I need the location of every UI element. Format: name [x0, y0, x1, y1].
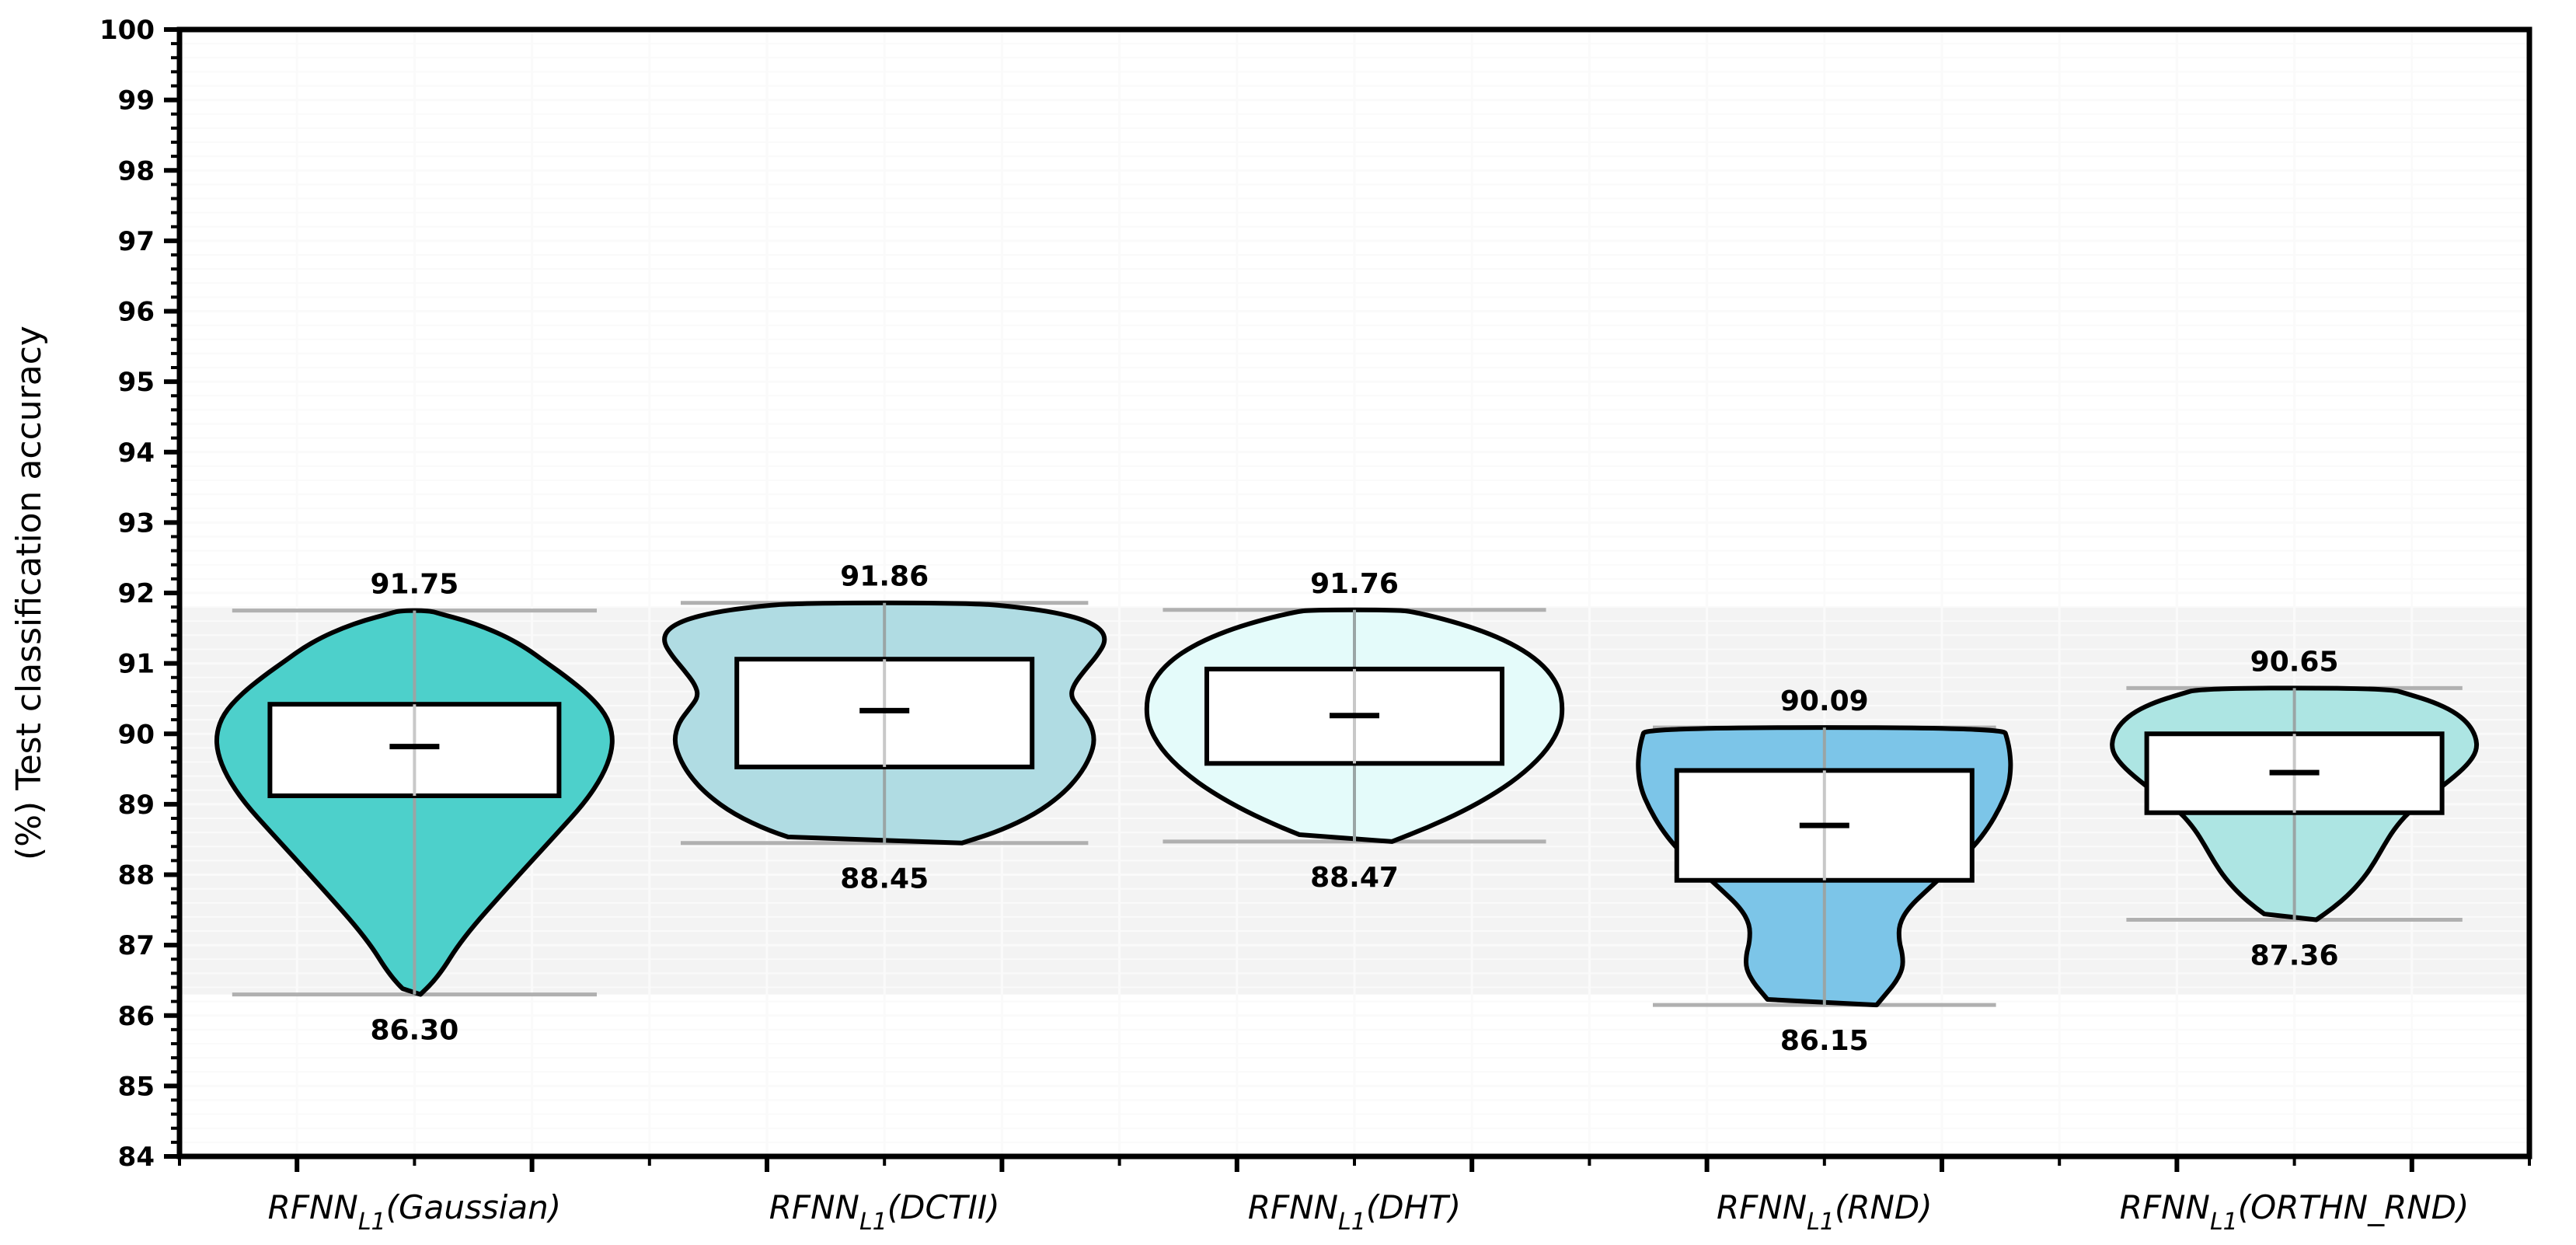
violin-3: [1144, 607, 1565, 844]
y-tick-label: 93: [118, 507, 155, 539]
y-tick-label: 84: [118, 1142, 155, 1173]
min-value-label: 88.47: [1310, 862, 1399, 894]
cat-subscript: L1: [2210, 1208, 2238, 1236]
y-tick-label: 97: [118, 226, 155, 257]
cat-prefix: RFNN: [268, 1188, 358, 1226]
y-axis-tick-labels: 84 85 86 87 88 89 90 91 92 93 94 95 96 97 98 99 100: [99, 15, 155, 1173]
x-axis-category-labels: RFNNL1(Gaussian)RFNNL1(DCTII)RFNNL1(DHT)…: [268, 1188, 2470, 1236]
category-label-1: RFNNL1(Gaussian): [268, 1188, 561, 1236]
y-tick-label: 87: [118, 930, 155, 961]
cat-prefix: RFNN: [2120, 1188, 2210, 1226]
value-annotations: 91.75 86.30 91.86 88.45 91.76 88.47 90.09 86.15…: [370, 561, 2338, 1057]
max-value-label: 91.86: [840, 561, 929, 593]
x-axis-ticks: [178, 1156, 2531, 1172]
violin-2: [662, 600, 1107, 846]
y-tick-label: 100: [99, 15, 155, 46]
min-value-label: 88.45: [840, 863, 929, 895]
violin-4: [1636, 725, 2013, 1008]
cat-suffix: (RND): [1835, 1188, 1933, 1226]
cat-prefix: RFNN: [769, 1188, 859, 1226]
category-label-2: RFNNL1(DCTII): [769, 1188, 1000, 1236]
max-value-label: 90.65: [2250, 646, 2339, 678]
cat-suffix: (Gaussian): [386, 1188, 561, 1226]
y-tick-label: 86: [118, 1001, 155, 1032]
cat-subscript: L1: [859, 1208, 887, 1236]
violin-5: [2110, 685, 2480, 922]
y-tick-label: 96: [118, 297, 155, 328]
y-tick-label: 92: [118, 578, 155, 609]
min-value-label: 86.15: [1780, 1025, 1869, 1057]
y-tick-label: 88: [118, 860, 155, 891]
y-tick-label: 85: [118, 1071, 155, 1102]
y-tick-label: 95: [118, 367, 155, 398]
y-axis-title: (%) Test classification accuracy: [9, 326, 49, 860]
max-value-label: 91.76: [1310, 568, 1399, 600]
y-tick-label: 90: [118, 719, 155, 750]
y-tick-label: 94: [118, 438, 155, 469]
cat-suffix: (DCTII): [887, 1188, 1000, 1226]
y-tick-label: 89: [118, 790, 155, 821]
y-tick-label: 91: [118, 649, 155, 680]
cat-prefix: RFNN: [1717, 1188, 1807, 1226]
category-label-3: RFNNL1(DHT): [1248, 1188, 1461, 1236]
min-value-label: 86.30: [370, 1015, 458, 1047]
violin-group: [214, 600, 2480, 1008]
y-axis-ticks: [164, 27, 180, 1159]
cat-subscript: L1: [1338, 1208, 1366, 1236]
cat-subscript: L1: [358, 1208, 386, 1236]
category-label-5: RFNNL1(ORTHN_RND): [2120, 1188, 2470, 1236]
cat-suffix: (ORTHN_RND): [2238, 1188, 2470, 1226]
cat-prefix: RFNN: [1248, 1188, 1338, 1226]
max-value-label: 91.75: [370, 569, 458, 601]
min-value-label: 87.36: [2250, 940, 2339, 972]
y-tick-label: 99: [118, 85, 155, 117]
category-label-4: RFNNL1(RND): [1717, 1188, 1933, 1236]
cat-suffix: (DHT): [1366, 1188, 1461, 1226]
y-tick-label: 98: [118, 155, 155, 187]
violin-1: [214, 608, 615, 997]
max-value-label: 90.09: [1780, 685, 1869, 717]
cat-subscript: L1: [1807, 1208, 1835, 1236]
